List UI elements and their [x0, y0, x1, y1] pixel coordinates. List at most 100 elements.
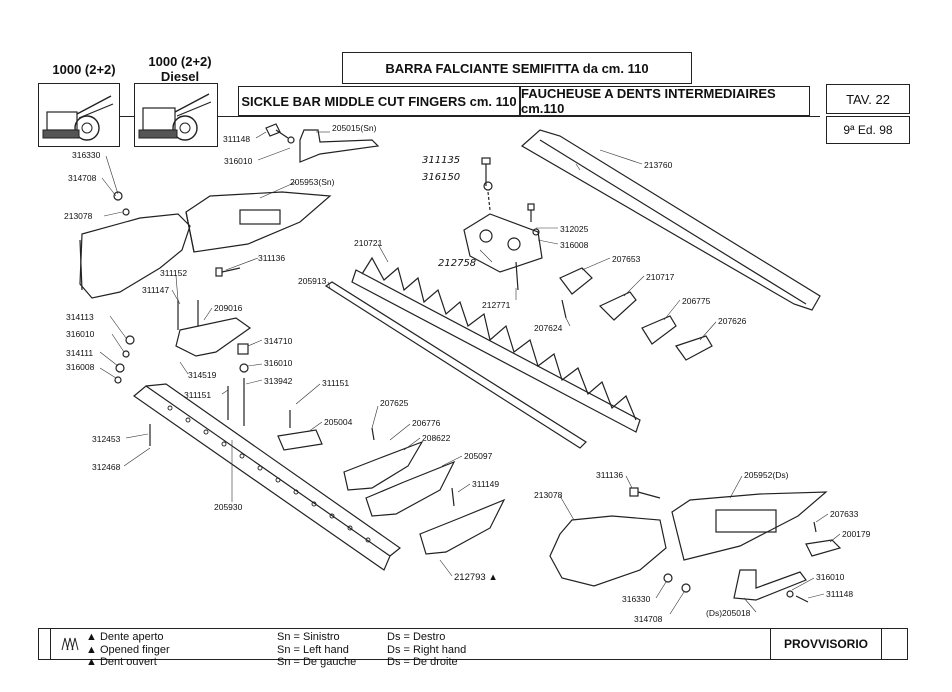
clamp-209016 [175, 300, 252, 357]
legend-divider [50, 628, 51, 660]
model-thumbnail-petrol [38, 83, 120, 147]
clip-212758 [463, 213, 543, 273]
nut-314708-right [681, 583, 691, 593]
part-label: 206775 [682, 296, 711, 306]
model-label-right-line2: Diesel [160, 69, 200, 84]
tractor-icon [138, 93, 212, 141]
model-label-left: 1000 (2+2) [52, 62, 116, 77]
legend-box [38, 628, 908, 660]
part-label: 314113 [66, 312, 94, 322]
part-label: 311151 [184, 390, 212, 400]
part-label: 312453 [92, 434, 121, 444]
part-label: 311147 [142, 285, 170, 295]
legend-line: ▲ Dent ouvert [86, 656, 157, 668]
part-label: 312025 [560, 224, 589, 234]
part-label: 311135 [422, 155, 461, 166]
part-label: 205930 [214, 502, 243, 512]
part-label: 316330 [622, 594, 651, 604]
finger-icon [61, 637, 79, 651]
legend-line: Sn = Sinistro [277, 631, 340, 643]
finger-208622 [343, 440, 424, 491]
part-label: 205952(Ds) [744, 470, 789, 480]
part-label: 205015(Sn) [332, 123, 377, 133]
rivet-207625 [371, 427, 375, 441]
washer-316010-right [786, 590, 794, 598]
part-label: 316008 [66, 362, 95, 372]
part-label: 205953(Sn) [290, 177, 335, 187]
bolt-311148-top [265, 123, 295, 144]
part-label: 213760 [644, 160, 673, 170]
legend-line: Sn = Left hand [277, 643, 349, 656]
part-label: 314111 [66, 348, 94, 358]
part-label: 213078 [64, 211, 93, 221]
part-label: 313942 [264, 376, 293, 386]
washer-316008 [114, 376, 122, 384]
washer-316010b [239, 363, 249, 373]
part-label: 205004 [324, 417, 353, 427]
bolt-311136-right [629, 487, 661, 499]
part-label: 206776 [412, 418, 441, 428]
finger-205097 [365, 460, 456, 517]
plate-207653 [559, 267, 593, 295]
part-label: 200179 [842, 529, 871, 539]
status-badge: PROVVISORIO [770, 628, 882, 660]
legend-line: Sn = De gauche [277, 656, 357, 668]
end-shoe-213078-right [549, 515, 667, 587]
title-italian: BARRA FALCIANTE SEMIFITTA da cm. 110 [342, 52, 692, 84]
part-label: 210717 [646, 272, 675, 282]
legend-line: ▲ Opened finger [86, 643, 170, 656]
nut-314113 [125, 335, 135, 345]
shoe-body-205952 [671, 491, 828, 561]
part-label: 311148 [826, 589, 854, 599]
model-label-right-line1: 1000 (2+2) [148, 54, 212, 69]
part-label: 207653 [612, 254, 641, 264]
part-label: 316330 [72, 150, 101, 160]
part-label: 311151 [322, 378, 350, 388]
part-label: 207624 [534, 323, 563, 333]
bolt-311148-right [795, 595, 809, 603]
nut-316330-right [663, 573, 673, 583]
part-label: 212758 [438, 258, 477, 269]
end-shoe-213078-left [79, 213, 191, 299]
part-label: 212793 ▲ [454, 572, 498, 583]
legend-col-sn: Sn = Sinistro Sn = Left hand Sn = De gau… [277, 631, 356, 669]
part-label: (Ds)205018 [706, 608, 751, 618]
edition-label: 9ª Ed. 98 [826, 116, 910, 144]
finger-212793 [419, 498, 506, 555]
knife-back-205913 [324, 281, 587, 449]
angle-iron-213760 [520, 129, 821, 311]
part-label: 207625 [380, 398, 409, 408]
tractor-icon [42, 95, 114, 141]
part-label: 316010 [66, 329, 95, 339]
legend-col-finger: ▲ Dente aperto ▲ Opened finger ▲ Dent ou… [86, 631, 170, 669]
bracket-205015 [299, 129, 380, 163]
model-thumbnail-diesel [134, 83, 218, 147]
part-label: 311136 [596, 470, 624, 480]
part-label: 208622 [422, 433, 451, 443]
part-label: 213078 [534, 490, 563, 500]
tav-number: TAV. 22 [826, 84, 910, 114]
part-label: 311152 [160, 268, 188, 278]
legend-col-ds: Ds = Destro Ds = Right hand Ds = De droi… [387, 631, 466, 669]
bolt-312025 [527, 203, 540, 236]
bolt-311149 [451, 487, 455, 507]
header-rule [120, 116, 134, 117]
part-label: 316010 [264, 358, 293, 368]
legend-line: Ds = Right hand [387, 643, 467, 656]
part-label: 316008 [560, 240, 589, 250]
plate-210717 [598, 291, 637, 321]
rivet-212771 [515, 261, 519, 291]
part-label: 209016 [214, 303, 243, 313]
part-label: 312468 [92, 462, 121, 472]
header-rule [218, 116, 820, 117]
knife-210721 [351, 256, 641, 433]
part-label: 314708 [68, 173, 97, 183]
legend-line: Ds = Destro [387, 631, 446, 643]
part-label: 205097 [464, 451, 493, 461]
rivet-207633 [813, 521, 817, 533]
part-label: 311149 [472, 479, 500, 489]
rivet-207624 [561, 299, 567, 319]
part-label: 316010 [224, 156, 253, 166]
part-label: 207633 [830, 509, 859, 519]
